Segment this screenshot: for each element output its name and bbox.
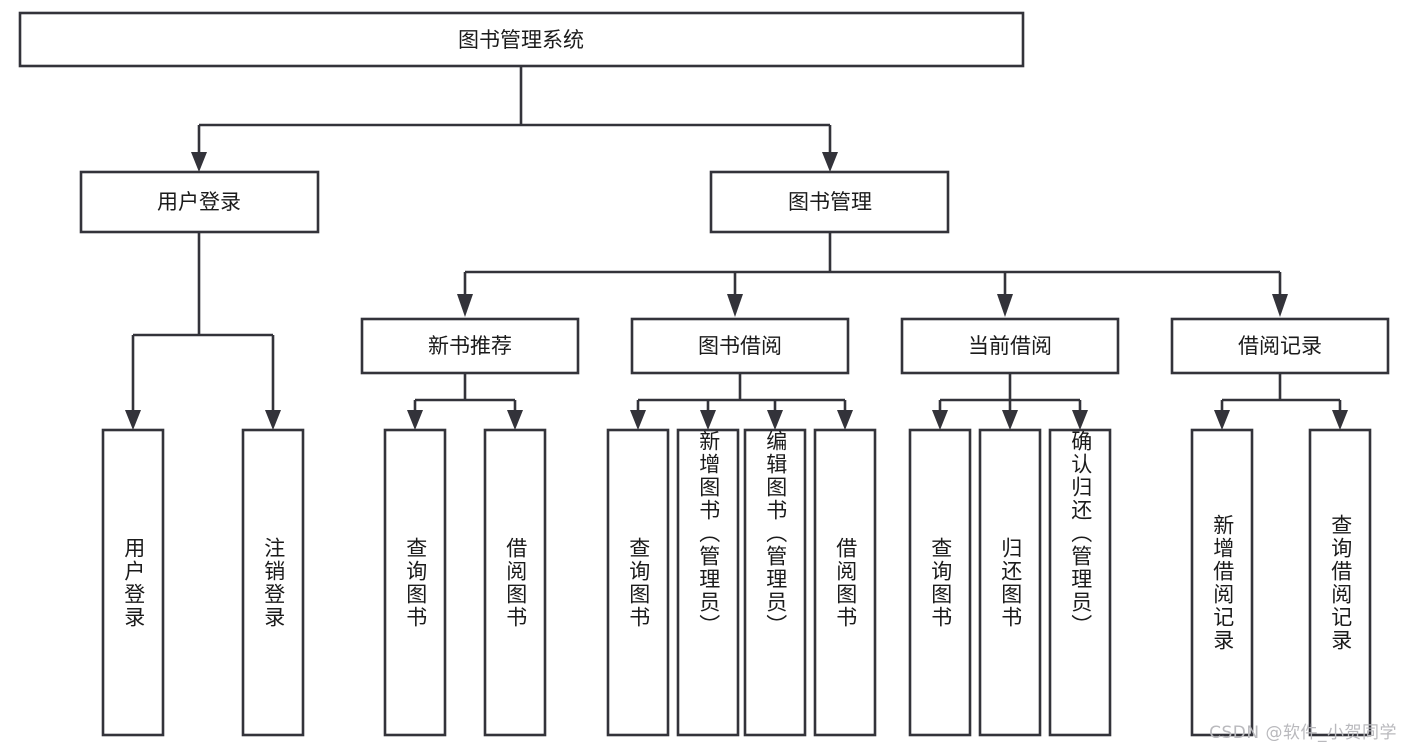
node-title-box[interactable]: 图书管理系统 (18, 11, 1025, 68)
arrowhead-leaf-borrow-books-2 (837, 410, 853, 430)
arrowhead-leaf-query-record (1332, 410, 1348, 430)
arrowhead-leaf-edit-book (767, 410, 783, 430)
node-book-management-label: 图书管理 (788, 190, 872, 214)
node-borrow-record[interactable]: 借阅记录 (1170, 317, 1390, 375)
node-leaf-add-book-rect[interactable] (676, 428, 740, 737)
arrowhead-leaf-add-book (700, 410, 716, 430)
node-leaf-confirm-return-rect[interactable] (1048, 428, 1112, 737)
node-leaf-edit-book-rect[interactable] (743, 428, 807, 737)
node-leaf-return-book-rect[interactable] (978, 428, 1042, 737)
arrowhead-borrow-record (1272, 294, 1288, 317)
node-leaf-query-record-rect[interactable] (1308, 428, 1372, 737)
node-new-book-recommend-label: 新书推荐 (428, 334, 512, 358)
arrowhead-user-login (191, 152, 207, 172)
arrowhead-new-book-recommend (457, 294, 473, 317)
node-user-login[interactable]: 用户登录 (79, 170, 320, 234)
node-new-book-recommend-rect[interactable] (360, 317, 580, 375)
node-title-box-rect[interactable] (18, 11, 1025, 68)
arrowhead-leaf-return-book (1002, 410, 1018, 430)
node-leaf-logout-login-rect[interactable] (241, 428, 305, 737)
node-book-borrow-label: 图书借阅 (698, 334, 782, 358)
node-book-management[interactable]: 图书管理 (709, 170, 950, 234)
node-current-borrow-rect[interactable] (900, 317, 1120, 375)
node-book-borrow[interactable]: 图书借阅 (630, 317, 850, 375)
node-leaf-borrow-books-1-rect[interactable] (483, 428, 547, 737)
node-leaf-query-books-2-rect[interactable] (606, 428, 670, 737)
node-title-box-label: 图书管理系统 (458, 28, 584, 52)
connector-layer (125, 66, 1348, 430)
arrowhead-leaf-user-login (125, 410, 141, 430)
node-leaf-borrow-books-2-rect[interactable] (813, 428, 877, 737)
node-user-login-rect[interactable] (79, 170, 320, 234)
arrowhead-leaf-query-books-3 (932, 410, 948, 430)
node-book-management-rect[interactable] (709, 170, 950, 234)
node-borrow-record-label: 借阅记录 (1238, 334, 1322, 358)
node-current-borrow[interactable]: 当前借阅 (900, 317, 1120, 375)
node-borrow-record-rect[interactable] (1170, 317, 1390, 375)
arrowhead-leaf-query-books-1 (407, 410, 423, 430)
arrowhead-book-borrow (727, 294, 743, 317)
node-new-book-recommend[interactable]: 新书推荐 (360, 317, 580, 375)
arrowhead-leaf-confirm-return (1072, 410, 1088, 430)
node-leaf-add-record-rect[interactable] (1190, 428, 1254, 737)
arrowhead-leaf-borrow-books-1 (507, 410, 523, 430)
arrowhead-leaf-logout-login (265, 410, 281, 430)
arrowhead-book-management (822, 152, 838, 172)
arrowhead-leaf-add-record (1214, 410, 1230, 430)
node-user-login-label: 用户登录 (157, 190, 241, 214)
watermark-label: CSDN @软件_小贺同学 (1209, 723, 1397, 743)
node-layer: 图书管理系统 用户登录 图书管理 新书推荐 图书借阅 当前 (18, 11, 1390, 737)
node-current-borrow-label: 当前借阅 (968, 334, 1052, 358)
node-leaf-user-login-rect[interactable] (101, 428, 165, 737)
arrowhead-current-borrow (997, 294, 1013, 317)
node-book-borrow-rect[interactable] (630, 317, 850, 375)
arrowhead-leaf-query-books-2 (630, 410, 646, 430)
node-leaf-query-books-1-rect[interactable] (383, 428, 447, 737)
node-leaf-query-books-3-rect[interactable] (908, 428, 972, 737)
